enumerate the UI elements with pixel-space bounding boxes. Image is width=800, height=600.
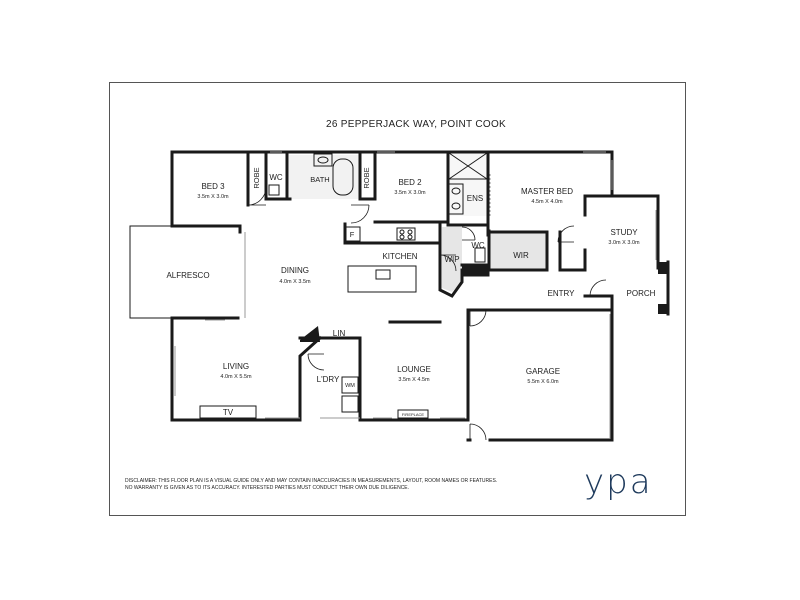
kitchen-island-icon [347,265,417,293]
fireplace-label: FIREPLACE [402,412,425,417]
room-label-bed3: BED 3 [201,182,225,191]
washing-machine-icon [341,376,359,394]
room-label-wir: WIR [513,251,529,260]
toilet-2-icon [474,247,486,263]
room-size-bed2: 3.5m X 3.0m [394,190,426,196]
room-size-living: 4.0m X 5.5m [220,374,252,380]
disclaimer-line-1: DISCLAIMER: THIS FLOOR PLAN IS A VISUAL … [125,478,497,484]
room-label-garage: GARAGE [526,367,560,376]
vanity-sink-icon [313,153,333,167]
ypa-logo[interactable]: ypa [584,462,653,502]
fixtures [199,152,488,419]
tv-label: TV [223,408,234,417]
porch-pillar-top [658,262,668,274]
tv-unit-icon [199,405,257,419]
plan-title: 26 PEPPERJACK WAY, POINT COOK [326,119,506,130]
room-label-ldry: L'DRY [317,375,340,384]
room-label-lin: LIN [333,329,346,338]
room-label-bath: BATH [310,175,329,184]
room-size-study: 3.0m X 3.0m [608,240,640,246]
laundry-corner [300,326,320,342]
room-label-wc-2: WC [471,241,485,250]
door-swings [247,186,607,441]
room-label-alfresco: ALFRESCO [166,271,209,280]
room-size-dining: 4.0m X 3.5m [279,279,311,285]
ensuite-vanity-icon [448,183,464,215]
fridge-label: F [350,230,355,239]
room-label-robe-1: ROBE [252,167,261,188]
porch-pillar-bottom [658,304,668,314]
room-label-wip: WIP [444,255,459,264]
wip-wall-block [462,264,488,276]
room-size-lounge: 3.5m X 4.5m [398,377,430,383]
laundry-sink-icon [341,395,359,413]
room-label-kitchen: KITCHEN [382,252,417,261]
floor-plan-frame [109,82,686,516]
room-label-bed2: BED 2 [398,178,422,187]
fireplace-icon [397,409,429,419]
room-label-wc-1: WC [269,173,283,182]
room-label-porch: PORCH [627,289,656,298]
windows [174,151,657,438]
disclaimer-line-2: NO WARRANTY IS GIVEN AS TO ITS ACCURACY.… [125,485,409,491]
room-size-master-bed: 4.5m X 4.0m [531,199,563,205]
room-label-dining: DINING [281,266,309,275]
wip-shaded-area [442,227,462,292]
room-label-entry: ENTRY [548,289,576,298]
room-size-bed3: 3.5m X 3.0m [197,194,229,200]
room-label-lounge: LOUNGE [397,365,431,374]
room-label-master-bed: MASTER BED [521,187,573,196]
wir-shaded-area [489,232,547,270]
bathtub-icon [332,158,354,196]
room-size-garage: 5.5m X 6.0m [527,379,559,385]
wm-label: WM [345,383,355,389]
room-label-study: STUDY [610,228,638,237]
kitchen-sink-icon [375,269,391,280]
room-label-robe-2: ROBE [362,167,371,188]
fridge-icon [343,226,361,242]
cooktop-icon [396,227,416,241]
toilet-icon [268,184,280,196]
bath-area [289,155,361,199]
alfresco-outline [129,225,172,319]
room-label-living: LIVING [223,362,249,371]
shower-icon [448,152,488,180]
room-label-ens: ENS [467,194,483,203]
